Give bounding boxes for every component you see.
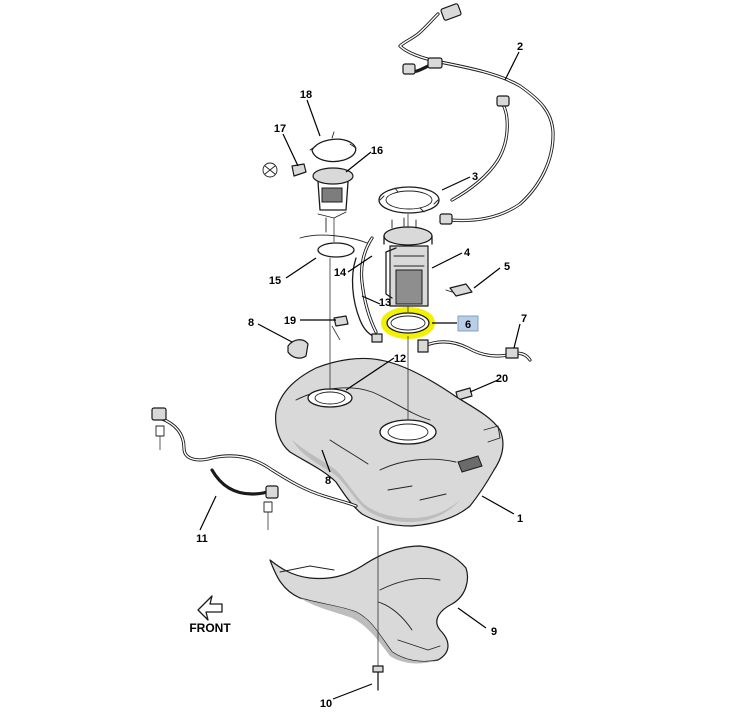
callout-15: 15: [269, 275, 281, 287]
callout-10: 10: [320, 698, 332, 710]
fuel-line-part-13: [351, 257, 383, 343]
callout-1: 1: [517, 513, 523, 525]
front-direction-arrow: [197, 595, 223, 621]
callout-8-left: 8: [248, 317, 254, 329]
heat-shield-piece-part-8: [287, 339, 309, 359]
callout-8-lower: 8: [325, 475, 331, 487]
fuel-tank-part-1: [275, 357, 504, 527]
secondary-sender-part-16: [312, 167, 354, 233]
callout-3: 3: [472, 171, 478, 183]
fuel-pump-module-part-4: [383, 217, 433, 307]
connector-part-17: [262, 162, 307, 178]
callout-14: 14: [334, 267, 347, 279]
callout-6: 6: [465, 319, 471, 331]
callout-13: 13: [379, 297, 391, 309]
fuel-pump-seal-part-6: [381, 307, 435, 339]
callout-19: 19: [284, 315, 296, 327]
callout-16: 16: [371, 145, 383, 157]
fuel-line-part-14: [359, 236, 378, 334]
retainer-part-18: [309, 131, 357, 163]
vapor-line-part-11: [151, 407, 358, 513]
callout-17: 17: [274, 123, 286, 135]
callout-18: 18: [300, 89, 312, 101]
assembly-center-lines: [159, 214, 409, 666]
callout-7: 7: [521, 313, 527, 325]
seal-part-15: [299, 234, 371, 258]
fuel-level-sender-part-5: [445, 283, 473, 297]
callout-20: 20: [496, 373, 508, 385]
callout-2: 2: [517, 41, 523, 53]
callout-5: 5: [504, 261, 510, 273]
callout-11: 11: [196, 533, 208, 545]
callout-12: 12: [394, 353, 406, 365]
callout-leader-lines: [199, 51, 521, 700]
bolt-part-10: [372, 665, 384, 691]
wiring-harness-part-2: [398, 3, 555, 225]
front-label: FRONT: [189, 621, 231, 635]
heat-shield-part-9: [269, 545, 469, 664]
callout-labels: 2 3 4 5 6 7 8 8 9 10 11 12 13 14 15 16 1…: [189, 41, 527, 710]
clip-part-19: [333, 315, 349, 327]
lock-ring-part-3: [378, 186, 440, 214]
callout-9: 9: [491, 626, 497, 638]
callout-6-highlight-box: [457, 315, 479, 332]
vapor-line-part-7: [417, 339, 532, 362]
callout-4: 4: [464, 247, 471, 259]
